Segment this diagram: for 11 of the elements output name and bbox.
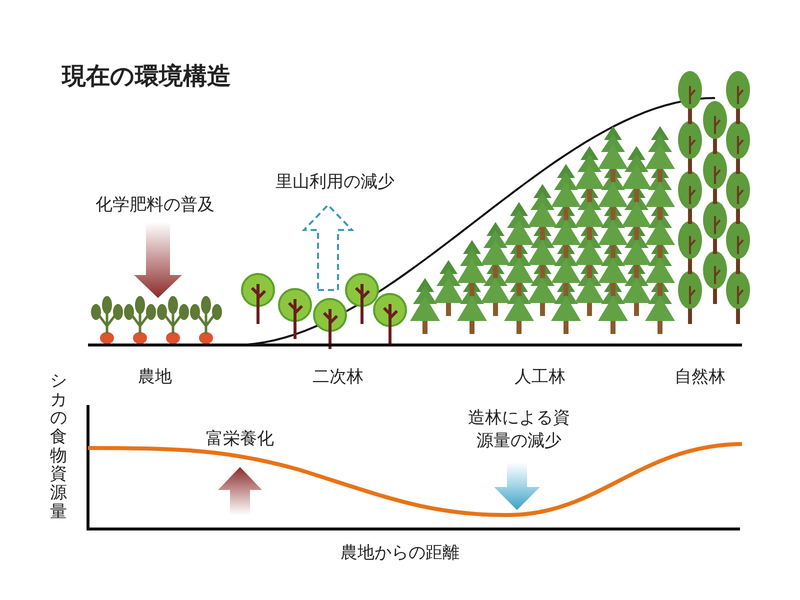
axis-label: シカの食物資源量 (50, 372, 67, 522)
zone-label: 農地 (137, 366, 173, 389)
axis-label: 農地からの距離 (340, 542, 460, 565)
zone-label: 二次林 (312, 366, 364, 389)
note-text: 富栄養化 (205, 428, 275, 451)
zone-label: 自然林 (674, 366, 726, 389)
note-text: 里山利用の減少 (274, 171, 396, 194)
note-text: 造林による資源量の減少 (467, 407, 571, 453)
title: 現在の環境構造 (62, 61, 231, 92)
zone-label: 人工林 (514, 366, 566, 389)
note-text: 化学肥料の普及 (94, 194, 216, 217)
